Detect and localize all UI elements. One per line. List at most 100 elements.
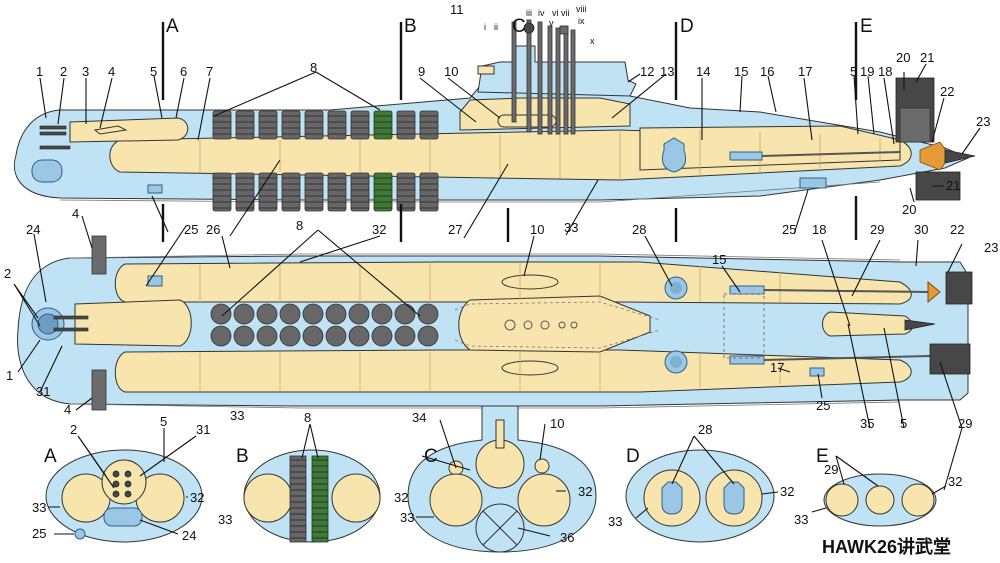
section-b-port-hull: [243, 473, 293, 523]
reactor-top-core: [670, 282, 682, 294]
missile-silo: [373, 110, 393, 140]
mast-label-v: v: [549, 18, 554, 28]
label-25d: 25: [32, 526, 46, 541]
missile-silo: [350, 172, 370, 212]
starboard-hydroplane: [91, 369, 107, 411]
label-14: 14: [696, 64, 710, 79]
top-hull-seam: [69, 253, 901, 409]
label-31b: 31: [196, 422, 210, 437]
missile-silos-top: [210, 303, 439, 347]
section-letter-a: A: [44, 446, 57, 467]
missile-silo: [373, 172, 393, 212]
mast-label-ix: ix: [578, 16, 585, 26]
section-letter-c-top: C: [512, 16, 526, 37]
label-29: 29: [870, 222, 884, 237]
missile-silo: [327, 172, 347, 212]
section-letter-b-top: B: [404, 16, 417, 37]
torpedo-tube: [39, 131, 67, 136]
escape-capsule-top: [501, 274, 559, 290]
mast: [526, 19, 532, 133]
section-letter-e-top: E: [860, 16, 873, 37]
missile-silo: [235, 172, 255, 212]
section-b-silo-highlighted: [311, 455, 329, 543]
torpedo-tube: [39, 145, 71, 150]
missile-silo: [235, 110, 255, 140]
side-hull-seam: [59, 181, 881, 203]
sonar-dome: [31, 159, 63, 183]
label-13: 13: [660, 64, 674, 79]
leader-lines: [13, 63, 981, 537]
label-20: 20: [896, 50, 910, 65]
propeller-shaft-side: [761, 151, 901, 157]
label-22b: 22: [950, 222, 964, 237]
label-12: 12: [640, 64, 654, 79]
cross-sections: [45, 405, 937, 553]
missile-silo-top: [417, 303, 439, 325]
missile-silo: [304, 172, 324, 212]
missile-silo-top: [371, 303, 393, 325]
label-21b: 21: [946, 178, 960, 193]
section-a-center-hull: [101, 459, 147, 505]
section-cut-lines: [161, 22, 858, 242]
section-b-silo-ribs: [290, 459, 328, 539]
label-2: 2: [60, 64, 67, 79]
label-15b: 15: [712, 252, 726, 267]
mast: [547, 25, 553, 135]
propeller-top: [927, 280, 941, 304]
mast-label-vi: vi: [552, 8, 559, 18]
missile-silo: [396, 110, 416, 140]
top-frame-lines: [199, 262, 781, 392]
missile-silo-top: [348, 303, 370, 325]
missile-silo-top: [256, 303, 278, 325]
escape-capsule-top: [501, 360, 559, 376]
missile-silo-top: [256, 325, 278, 347]
turbine-top: [729, 285, 765, 295]
label-2c: 2: [70, 422, 77, 437]
section-a-tubes: [112, 470, 132, 498]
section-e-center-hull: [865, 485, 895, 515]
missile-silo: [258, 110, 278, 140]
label-28: 28: [632, 222, 646, 237]
label-8c: 8: [304, 410, 311, 425]
label-36: 36: [560, 530, 574, 545]
torpedo-tube-top: [53, 327, 89, 332]
turbine-top: [729, 355, 765, 365]
top-dashed-outline: [454, 301, 661, 349]
label-22: 22: [940, 84, 954, 99]
sail-window: [477, 65, 495, 75]
label-33e: 33: [400, 510, 414, 525]
section-c-hatch: [495, 419, 505, 449]
label-33: 33: [564, 220, 578, 235]
section-b-silo: [289, 455, 307, 543]
missile-silo-top: [233, 325, 255, 347]
missile-silo: [281, 110, 301, 140]
masts: [511, 19, 576, 135]
label-33g: 33: [794, 512, 808, 527]
label-17b: 17: [770, 360, 784, 375]
periscope-mast: [511, 21, 517, 123]
label-9: 9: [418, 64, 425, 79]
missile-silo: [350, 110, 370, 140]
label-2b: 2: [4, 266, 11, 281]
label-18: 18: [878, 64, 892, 79]
mast-label-viii: viii: [576, 4, 587, 14]
section-c-port-hull: [429, 473, 483, 527]
stern-cone-side: [944, 149, 976, 164]
label-4b: 4: [72, 206, 79, 221]
section-letter-e: E: [816, 446, 829, 467]
missile-silo: [304, 110, 324, 140]
section-c-starboard-hull: [517, 473, 571, 527]
label-20b: 20: [902, 202, 916, 217]
label-33d: 33: [218, 512, 232, 527]
bow-sonar-inner: [37, 313, 59, 335]
label-10c: 10: [550, 416, 564, 431]
missile-silo-top: [325, 303, 347, 325]
label-19: 19: [860, 64, 874, 79]
label-32d: 32: [578, 484, 592, 499]
torpedo-tube: [39, 125, 67, 130]
lower-rudder: [915, 171, 961, 201]
label-23b: 23: [984, 240, 998, 255]
label-25: 25: [184, 222, 198, 237]
watermark: HAWK26讲武堂: [822, 536, 951, 557]
section-letter-a-top: A: [166, 16, 179, 37]
